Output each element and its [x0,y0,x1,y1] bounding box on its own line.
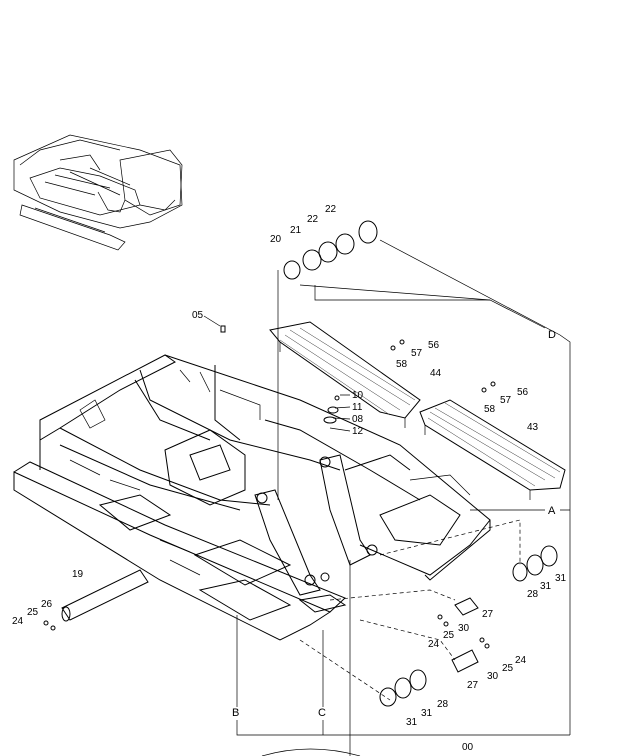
callout-21: 21 [290,225,302,236]
callout-27: 27 [467,680,479,691]
callout-22: 22 [307,214,319,225]
callout-24: 24 [428,639,440,650]
callout-44: 44 [430,368,442,379]
reference-letter-a: A [548,505,556,517]
callout-00: 00 [462,742,474,753]
callout-25: 25 [443,630,455,641]
small-parts [43,325,496,649]
callout-57: 57 [500,395,512,406]
washers-bottom [379,669,427,707]
callout-12: 12 [352,426,364,437]
machine-overview-thumbnail [13,134,183,251]
callout-11: 11 [352,402,363,413]
reference-letter-b: B [232,707,239,719]
reference-letter-d: D [548,329,556,341]
callout-24: 24 [515,655,527,666]
callout-58: 58 [396,359,408,370]
callout-30: 30 [487,671,499,682]
washers-right [512,545,558,582]
reference-letter-c: C [318,707,326,719]
reference-lines [203,239,571,756]
reference-letter-labels: A B C D [232,329,556,719]
callout-26: 26 [41,599,53,610]
callout-19: 19 [72,569,84,580]
callout-25: 25 [502,663,514,674]
callout-22: 22 [325,204,337,215]
callout-05: 05 [192,310,204,321]
callout-31: 31 [555,573,567,584]
callout-labels: 20 21 22 22 05 56 57 58 44 10 11 08 12 5… [12,204,567,753]
callout-20: 20 [270,234,282,245]
callout-28: 28 [527,589,539,600]
callout-25: 25 [27,607,39,618]
callout-31: 31 [421,708,433,719]
callout-10: 10 [352,390,364,401]
pin-27-lower [451,649,479,673]
callout-57: 57 [411,348,423,359]
main-frame [13,354,491,641]
callout-27: 27 [482,609,494,620]
callout-56: 56 [517,387,529,398]
callout-58: 58 [484,404,496,415]
callout-31: 31 [406,717,418,728]
callout-28: 28 [437,699,449,710]
callout-31: 31 [540,581,552,592]
callout-43: 43 [527,422,539,433]
pin-19 [61,569,149,622]
bushing-stack-20-22 [283,220,378,280]
callout-08: 08 [352,414,364,425]
callout-30: 30 [458,623,470,634]
step-plate-43 [419,399,566,500]
callout-24: 24 [12,616,24,627]
pin-27-upper [454,597,479,616]
step-plate-44 [269,321,421,428]
callout-56: 56 [428,340,440,351]
